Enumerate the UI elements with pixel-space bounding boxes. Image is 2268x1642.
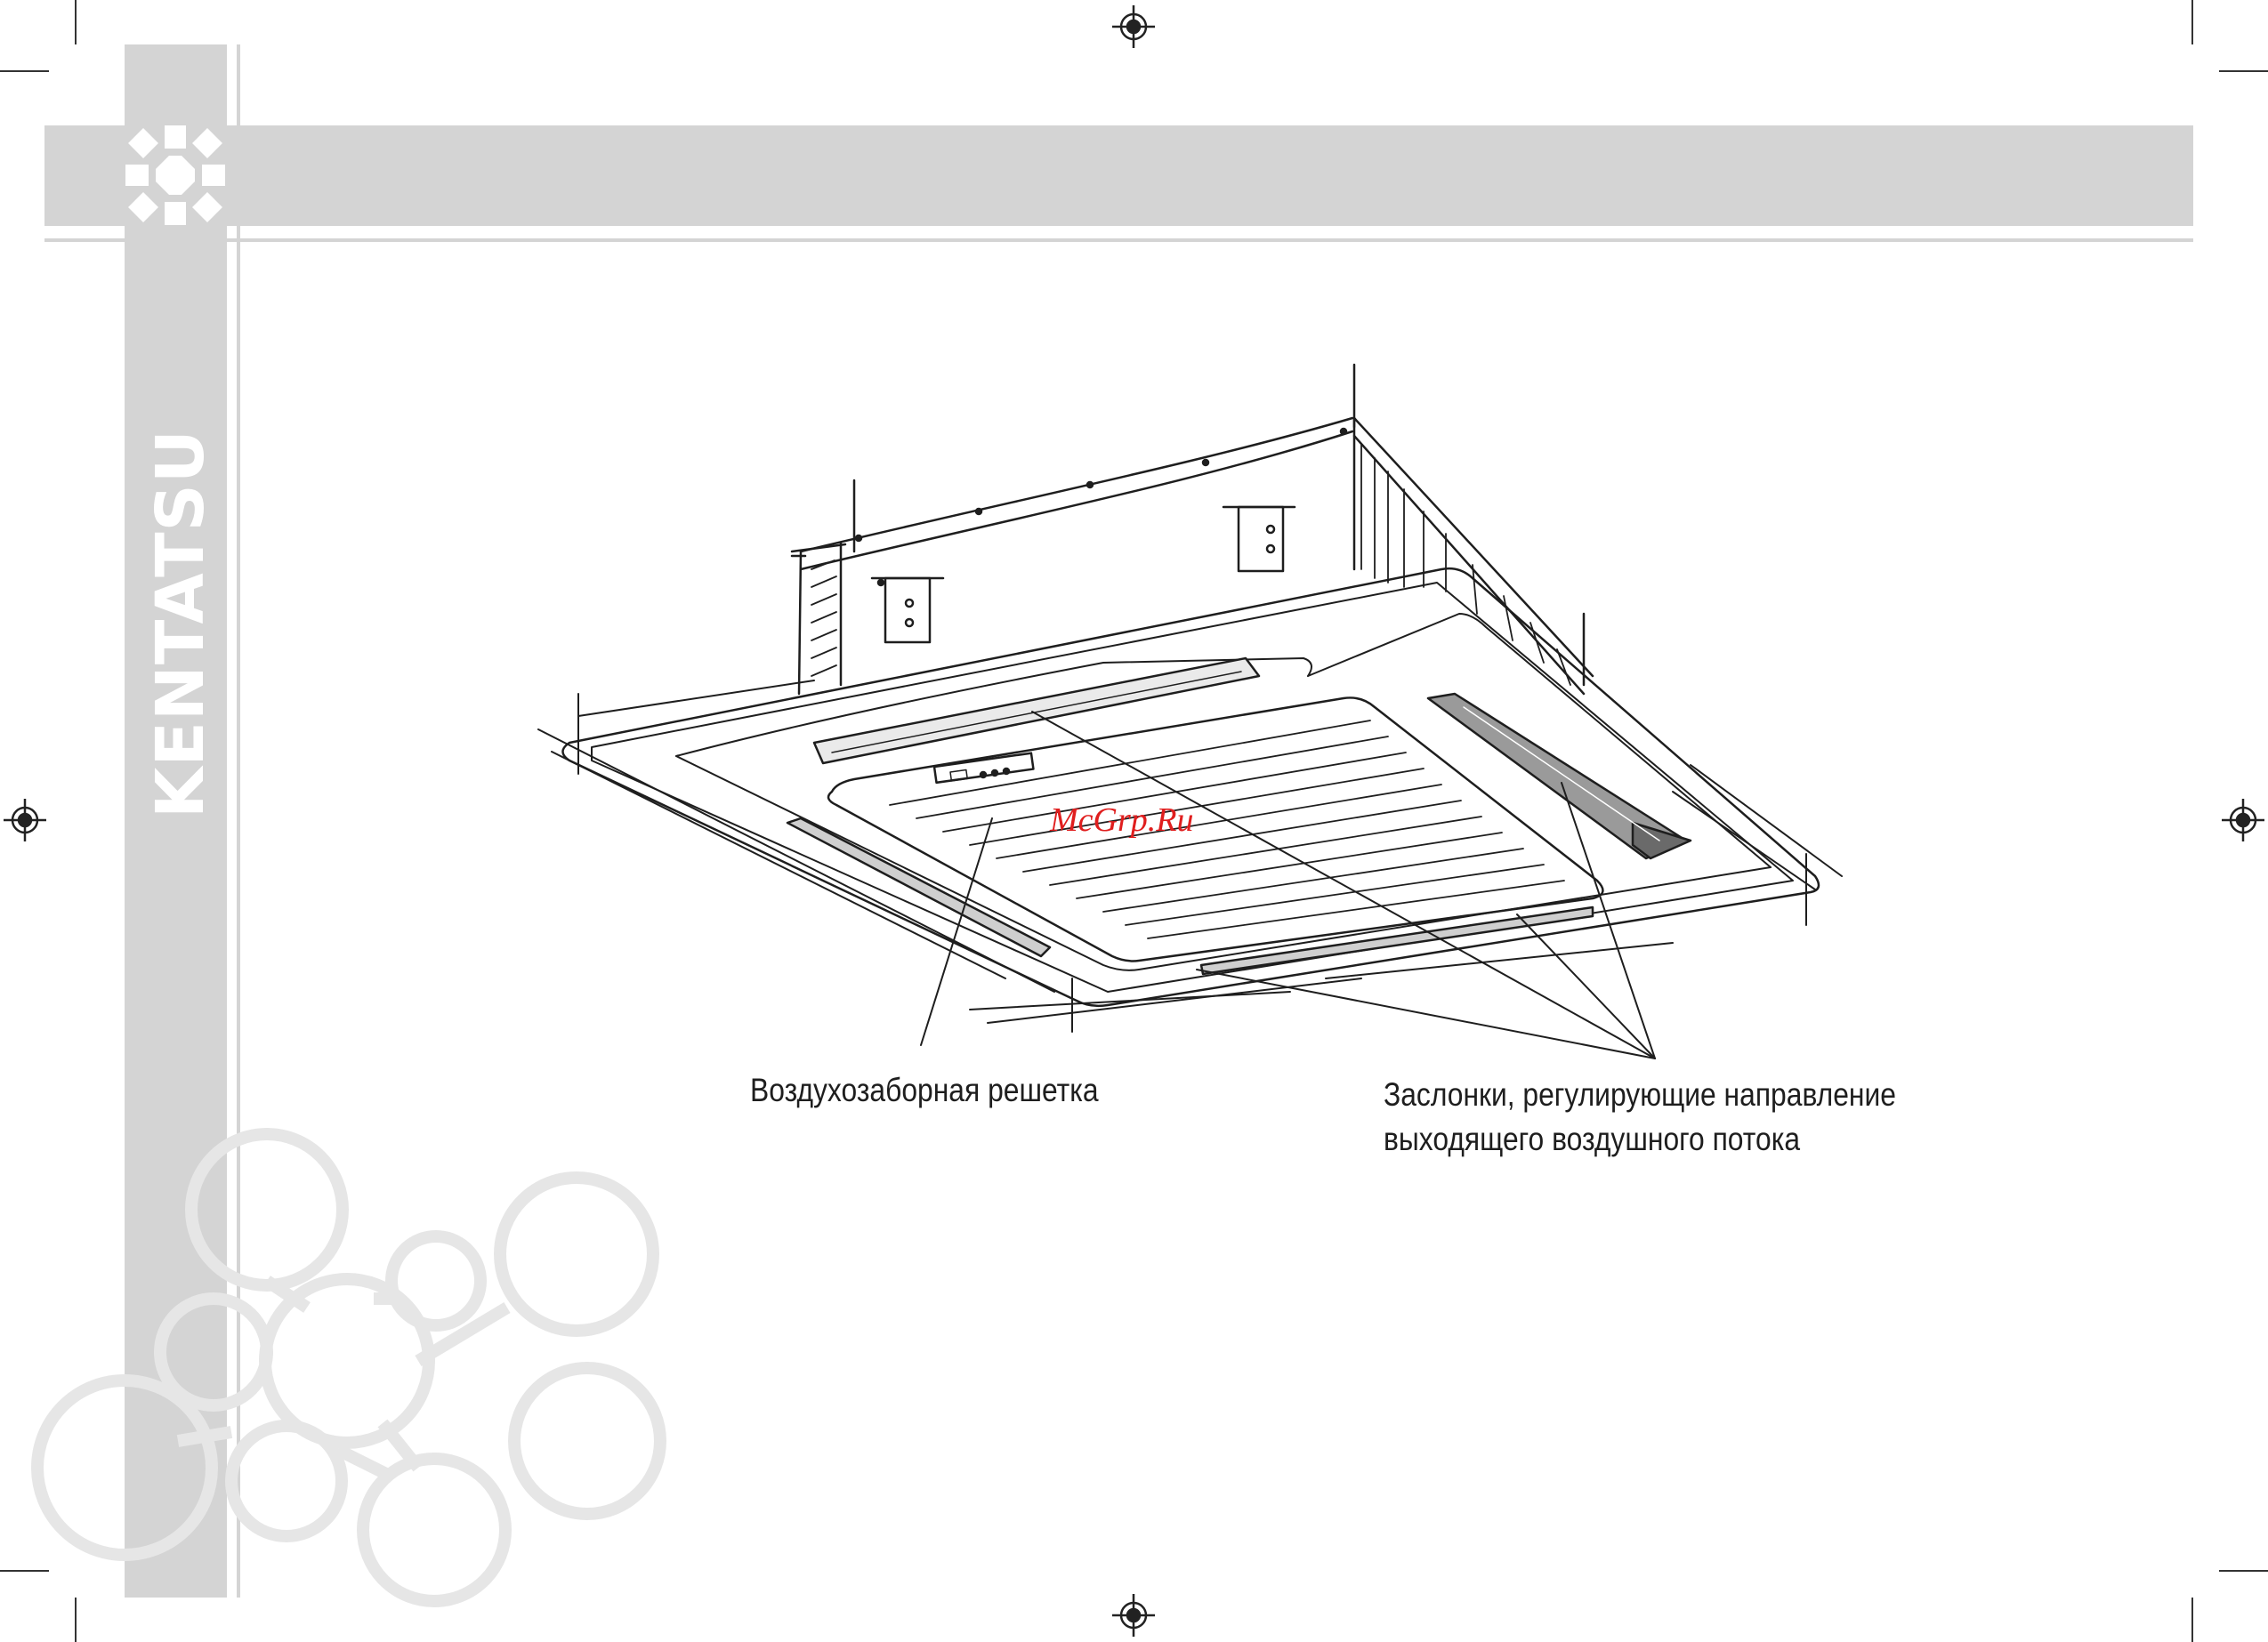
- callout-louvers-line1: Заслонки, регулирующие направление: [1384, 1072, 1896, 1118]
- side-hatching: [811, 445, 1570, 685]
- louver-bottom: [1201, 907, 1593, 974]
- louver-front: [814, 658, 1259, 763]
- louver-right: [1428, 694, 1691, 858]
- decorative-panel: [563, 568, 1820, 1006]
- unit-body: [792, 365, 1593, 694]
- watermark-text: McGrp.Ru: [1050, 801, 1193, 840]
- callout-louvers-line2: выходящего воздушного потока: [1384, 1116, 1800, 1163]
- callout-intake-grille: Воздухозаборная решетка: [750, 1067, 1099, 1114]
